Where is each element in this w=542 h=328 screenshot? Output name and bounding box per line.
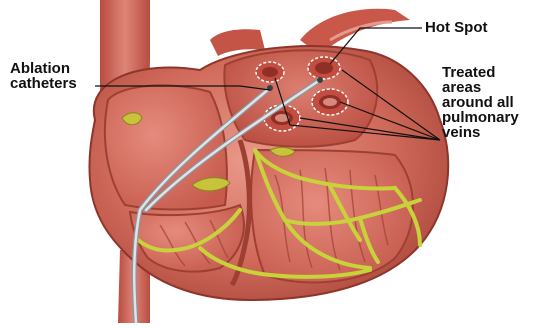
treated-areas-line-2: areas: [442, 80, 519, 95]
treated-areas-line-4: pulmonary: [442, 110, 519, 125]
left-ventricle: [251, 150, 413, 282]
treated-areas-label: Treated areas around all pulmonary veins: [442, 65, 519, 140]
treated-areas-line-5: veins: [442, 125, 519, 140]
ablation-catheters-label: Ablation catheters: [10, 61, 77, 91]
ablation-catheters-line-1: Ablation: [10, 61, 77, 76]
ablation-catheters-line-2: catheters: [10, 76, 77, 91]
treated-areas-line-1: Treated: [442, 65, 519, 80]
hot-spot-label: Hot Spot: [425, 20, 487, 35]
treated-areas-line-3: around all: [442, 95, 519, 110]
left-atrium: [224, 50, 377, 146]
hot-spot-text: Hot Spot: [425, 20, 487, 35]
